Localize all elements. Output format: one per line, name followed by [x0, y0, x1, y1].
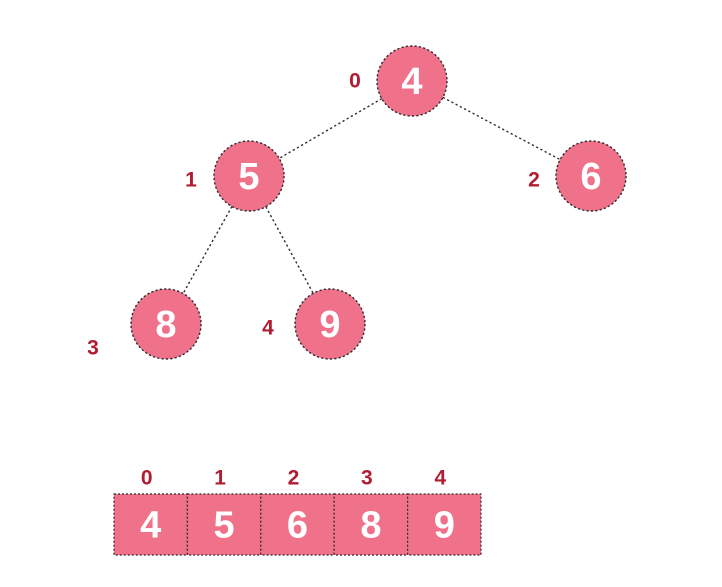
array-index-label: 1 [214, 467, 226, 490]
tree-node-index-label: 2 [528, 169, 540, 192]
array-cell-box [186, 493, 262, 556]
array-cell-value: 9 [434, 505, 455, 547]
array-cell-value: 5 [214, 505, 235, 547]
tree-node-circle [213, 140, 285, 212]
tree-edge-1-4 [265, 206, 314, 294]
tree-node-index-label: 1 [185, 169, 197, 192]
array-index-label: 3 [361, 467, 373, 490]
array-cell-1: 51 [186, 467, 262, 556]
array-cell-3: 83 [333, 467, 409, 556]
tree-node-circle [130, 288, 202, 360]
tree-node-value: 5 [238, 156, 259, 198]
tree-node-3: 83 [87, 288, 202, 360]
array-cell-0: 40 [113, 467, 189, 556]
tree-node-index-label: 4 [262, 317, 274, 340]
array-index-label: 2 [288, 467, 300, 490]
tree-node-circle [294, 288, 366, 360]
tree-node-value: 9 [319, 304, 340, 346]
array-cell-4: 94 [407, 467, 482, 556]
array-cell-box [333, 493, 409, 556]
tree-node-value: 4 [401, 61, 422, 103]
tree-edge-1-3 [182, 206, 233, 294]
array-cell-box [113, 493, 189, 556]
tree-node-circle [376, 45, 448, 117]
tree-node-value: 6 [580, 156, 601, 198]
array-cell-value: 6 [287, 505, 308, 547]
tree-edge-0-1 [278, 97, 383, 160]
tree-node-4: 94 [262, 288, 366, 360]
tree-node-value: 8 [155, 304, 176, 346]
tree-node-circle [555, 140, 627, 212]
tree-node-0: 40 [349, 45, 448, 117]
tree-edge-0-2 [442, 96, 561, 161]
array-cell-value: 8 [360, 505, 381, 547]
array-index-label: 4 [434, 467, 446, 490]
tree-node-index-label: 0 [349, 70, 361, 93]
array-cell-2: 62 [260, 467, 335, 556]
array-index-label: 0 [141, 467, 153, 490]
tree-edges [182, 96, 561, 294]
tree-node-index-label: 3 [87, 337, 99, 360]
array-cell-box [260, 493, 335, 556]
array-cell-value: 4 [140, 505, 161, 547]
tree-node-2: 62 [528, 140, 627, 212]
tree-node-1: 51 [185, 140, 285, 212]
array-cell-box [407, 493, 482, 556]
